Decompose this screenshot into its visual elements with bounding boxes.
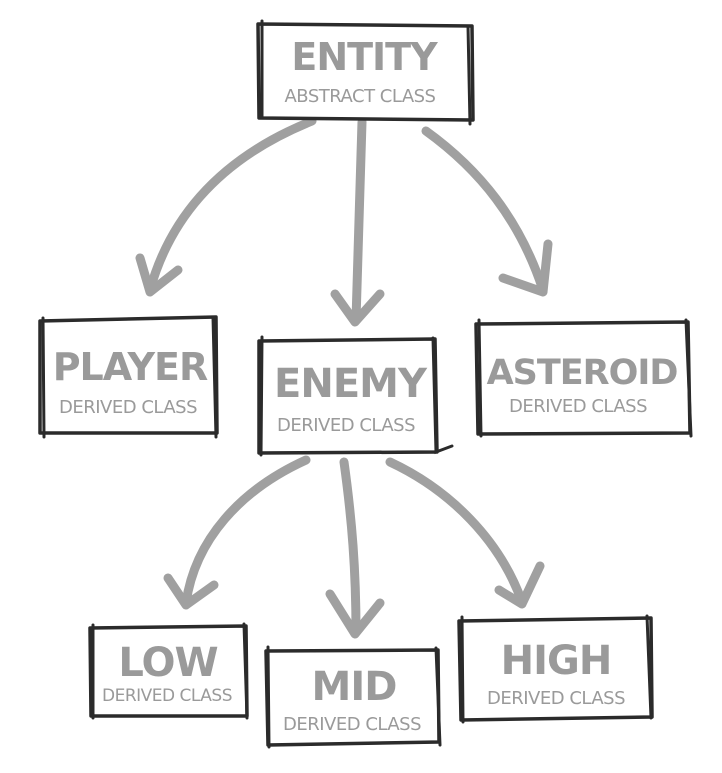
node-high-title: HIGH: [501, 638, 612, 684]
node-entity-subtitle: ABSTRACT CLASS: [284, 86, 435, 107]
node-player-title: PLAYER: [53, 345, 208, 389]
node-enemy-title: ENEMY: [274, 361, 428, 407]
node-entity-title: ENTITY: [291, 35, 438, 79]
node-mid: MID DERIVED CLASS: [264, 645, 442, 749]
node-asteroid: ASTEROID DERIVED CLASS: [474, 318, 693, 438]
edge-enemy-high: [385, 457, 545, 609]
edge-entity-asteroid: [421, 126, 553, 297]
node-high: HIGH DERIVED CLASS: [457, 614, 654, 724]
node-asteroid-subtitle: DERIVED CLASS: [509, 396, 647, 417]
node-mid-title: MID: [312, 664, 397, 710]
node-low-title: LOW: [118, 640, 217, 686]
node-entity: ENTITY ABSTRACT CLASS: [256, 19, 475, 126]
edge-entity-player: [135, 116, 317, 297]
node-mid-subtitle: DERIVED CLASS: [283, 714, 421, 735]
node-low-subtitle: DERIVED CLASS: [102, 686, 232, 706]
node-asteroid-title: ASTEROID: [487, 353, 678, 393]
edge-enemy-low: [163, 455, 311, 610]
node-enemy: ENEMY DERIVED CLASS: [257, 335, 454, 457]
node-high-subtitle: DERIVED CLASS: [487, 688, 625, 709]
node-player: PLAYER DERIVED CLASS: [38, 315, 219, 439]
node-enemy-subtitle: DERIVED CLASS: [277, 415, 415, 436]
node-player-subtitle: DERIVED CLASS: [59, 397, 197, 418]
edge-enemy-mid: [325, 457, 385, 639]
node-low: LOW DERIVED CLASS: [88, 622, 249, 720]
edge-entity-enemy: [330, 117, 385, 327]
